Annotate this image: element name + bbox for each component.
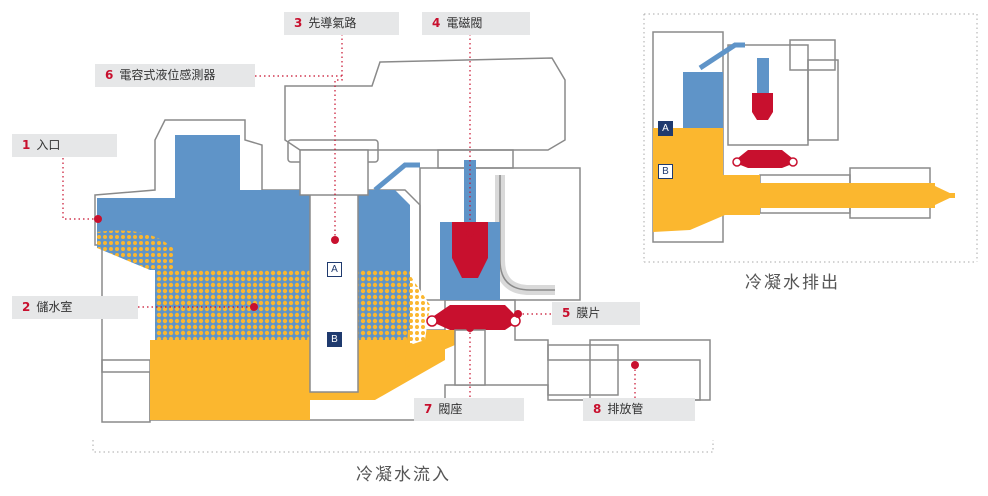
callout-number: 7 — [424, 402, 433, 416]
callout-label: 電磁閥 — [446, 16, 483, 30]
level-marker-a: A — [327, 262, 342, 277]
callout-dots — [94, 215, 639, 369]
callout-inlet: 1 入口 — [12, 134, 117, 157]
condensate-pool — [150, 330, 445, 420]
inset-marker-b: B — [658, 164, 673, 179]
callout-pilot-air: 3 先導氣路 — [284, 12, 399, 35]
callout-label: 排放管 — [607, 402, 644, 416]
callout-label: 閥座 — [438, 402, 463, 416]
solenoid-body — [419, 167, 581, 301]
callout-drain-pipe: 8 排放管 — [583, 398, 695, 421]
callout-label: 電容式液位感測器 — [119, 68, 216, 82]
callout-label: 先導氣路 — [308, 16, 357, 30]
callout-number: 8 — [593, 402, 602, 416]
level-marker-b: B — [327, 332, 342, 347]
leader-lines — [62, 34, 636, 400]
inset-marker-a: A — [658, 121, 673, 136]
callout-label: 儲水室 — [36, 300, 73, 314]
main-caption: 冷凝水流入 — [356, 465, 451, 485]
mixed-zone — [155, 270, 410, 340]
callout-number: 2 — [22, 300, 31, 314]
callout-number: 1 — [22, 138, 31, 152]
callout-number: 3 — [294, 16, 303, 30]
callout-reservoir: 2 儲水室 — [12, 296, 138, 319]
sensor-head — [284, 57, 566, 151]
main-frame — [92, 440, 714, 453]
inset-caption: 冷凝水排出 — [745, 273, 840, 293]
pilot-air-line — [373, 162, 420, 192]
callout-solenoid: 4 電磁閥 — [422, 12, 530, 35]
callout-valve-seat: 7 閥座 — [414, 398, 524, 421]
valve-seat — [454, 329, 486, 386]
solenoid-plunger — [452, 222, 488, 278]
callout-level-sensor: 6 電容式液位感測器 — [95, 64, 255, 87]
callout-number: 4 — [432, 16, 441, 30]
callout-number: 6 — [105, 68, 114, 82]
callout-diaphragm: 5 膜片 — [552, 302, 640, 325]
callout-label: 膜片 — [576, 306, 601, 320]
diaphragm — [428, 305, 520, 330]
callout-label: 入口 — [36, 138, 61, 152]
inset-outlet — [643, 13, 978, 263]
water-chamber — [155, 135, 410, 270]
callout-number: 5 — [562, 306, 571, 320]
